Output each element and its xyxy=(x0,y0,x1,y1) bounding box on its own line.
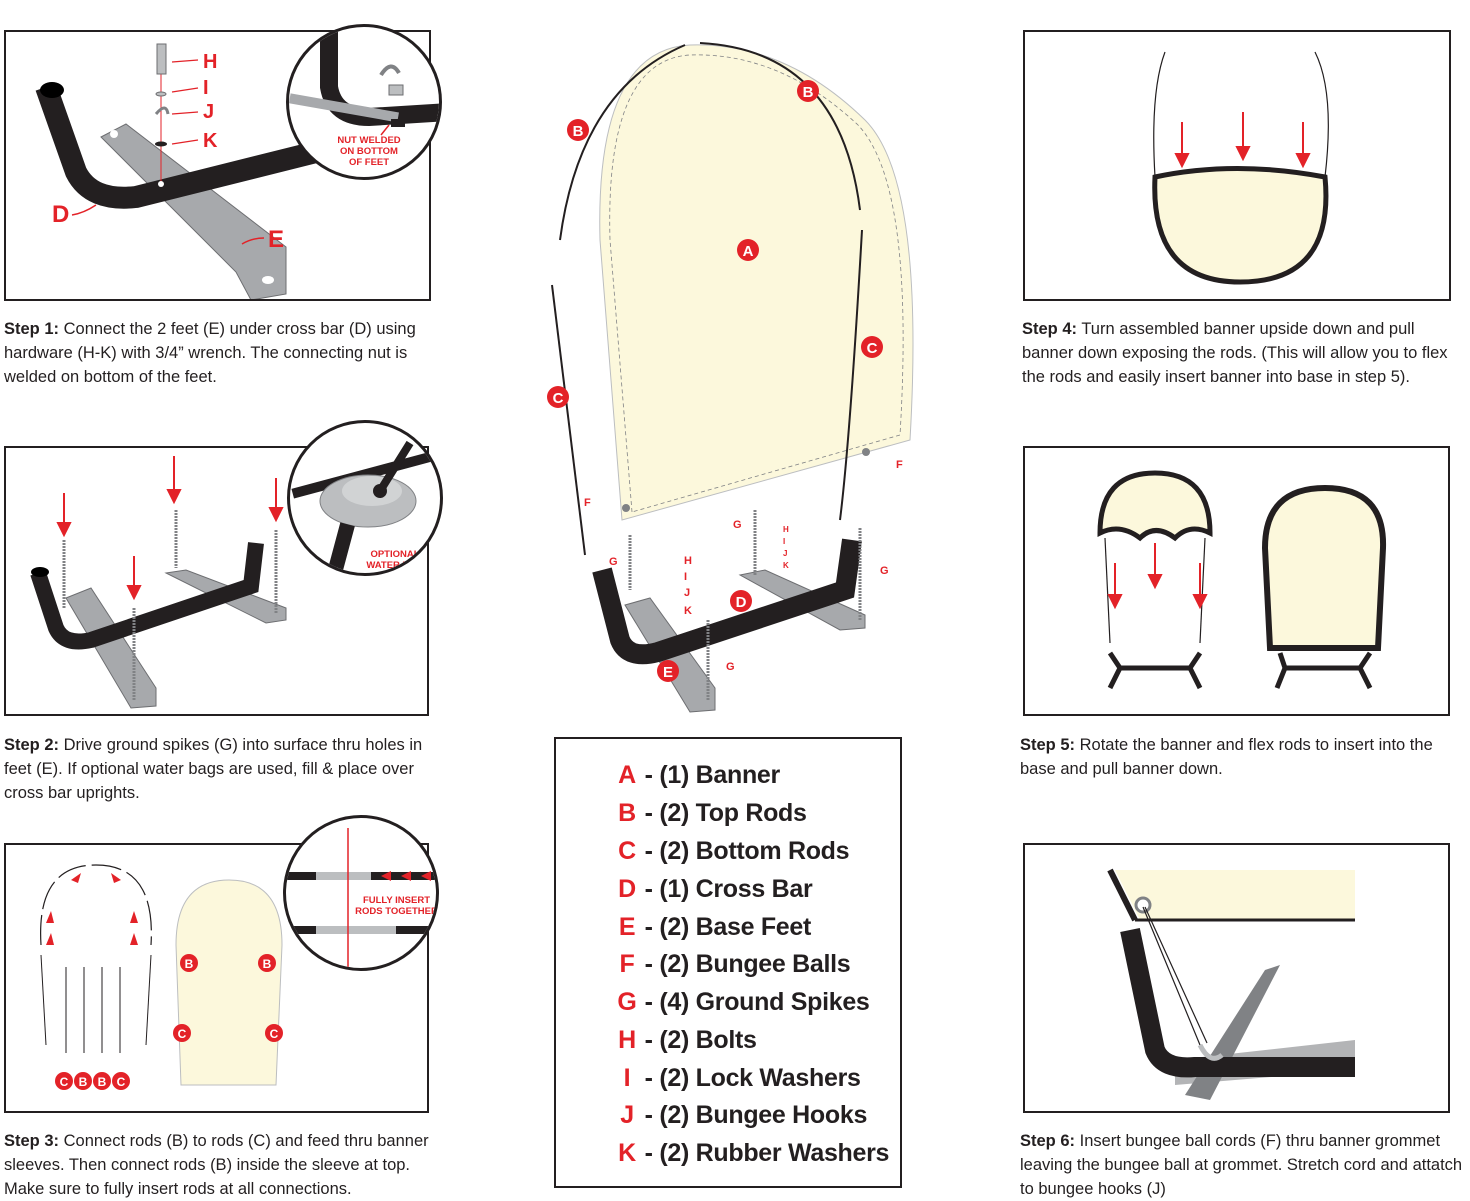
svg-text:G: G xyxy=(880,565,889,577)
step5-label: Step 5: xyxy=(1020,736,1075,754)
step5-text: Rotate the banner and flex rods to inser… xyxy=(1020,736,1433,778)
legend-item: G - (4) Ground Spikes xyxy=(616,988,870,1017)
svg-text:G: G xyxy=(726,661,735,673)
step6-panel xyxy=(1023,843,1450,1113)
step3-text: Connect rods (B) to rods (C) and feed th… xyxy=(4,1132,429,1198)
label-A: A xyxy=(743,243,754,260)
svg-text:G: G xyxy=(609,556,618,568)
step4-text: Turn assembled banner upside down and pu… xyxy=(1022,320,1448,386)
step1-label-E: E xyxy=(268,226,284,253)
svg-text:C: C xyxy=(178,1027,187,1041)
step1-label-I: I xyxy=(203,77,209,99)
legend-item: F - (2) Bungee Balls xyxy=(616,950,850,979)
legend-item: C - (2) Bottom Rods xyxy=(616,837,849,866)
step2-label: Step 2: xyxy=(4,736,59,754)
step1-nut-callout: NUT WELDED ON BOTTOM OF FEET xyxy=(286,24,442,180)
step3-insert-callout: FULLY INSERT RODS TOGETHER xyxy=(283,815,439,971)
step4-caption: Step 4: Turn assembled banner upside dow… xyxy=(1022,317,1467,389)
step4-illustration xyxy=(1025,32,1451,301)
svg-text:B: B xyxy=(185,957,194,971)
step1-label-K: K xyxy=(203,130,218,152)
step2-text: Drive ground spikes (G) into surface thr… xyxy=(4,736,422,802)
step5-illustration xyxy=(1025,448,1450,716)
legend-item: J - (2) Bungee Hooks xyxy=(616,1101,867,1130)
step1-text: Connect the 2 feet (E) under cross bar (… xyxy=(4,320,416,386)
svg-text:J: J xyxy=(783,549,787,558)
step5-caption: Step 5: Rotate the banner and flex rods … xyxy=(1020,733,1460,781)
svg-text:C: C xyxy=(270,1027,279,1041)
step6-illustration xyxy=(1025,845,1450,1113)
step3-rod-labels: C B B C xyxy=(55,1072,130,1090)
legend-item: K - (2) Rubber Washers xyxy=(616,1139,889,1168)
step1-label: Step 1: xyxy=(4,320,59,338)
legend-item: A - (1) Banner xyxy=(616,761,780,790)
svg-text:B: B xyxy=(79,1075,88,1089)
svg-text:H: H xyxy=(783,525,789,534)
legend-item: H - (2) Bolts xyxy=(616,1026,757,1055)
svg-text:B: B xyxy=(573,123,584,140)
svg-text:C: C xyxy=(60,1075,69,1089)
svg-text:C: C xyxy=(553,390,564,407)
svg-text:C: C xyxy=(117,1075,126,1089)
step1-label-D: D xyxy=(52,201,69,228)
main-assembly-diagram: A B B C C D E F F G G G G H I J K H I J … xyxy=(540,20,940,730)
svg-text:K: K xyxy=(684,605,692,617)
svg-text:K: K xyxy=(783,561,789,570)
svg-text:B: B xyxy=(803,84,814,101)
step4-label: Step 4: xyxy=(1022,320,1077,338)
svg-text:I: I xyxy=(783,537,785,546)
svg-text:I: I xyxy=(684,571,687,583)
step6-caption: Step 6: Insert bungee ball cords (F) thr… xyxy=(1020,1129,1470,1201)
step5-panel xyxy=(1023,446,1450,716)
step2-waterbag-callout: OPTIONAL WATER BAG xyxy=(287,420,443,576)
legend-item: D - (1) Cross Bar xyxy=(616,875,812,904)
svg-text:E: E xyxy=(663,664,673,681)
waterbag-callout-text: OPTIONAL WATER BAG xyxy=(360,549,430,571)
legend-item: E - (2) Base Feet xyxy=(616,913,811,942)
step6-text: Insert bungee ball cords (F) thru banner… xyxy=(1020,1132,1462,1198)
step1-caption: Step 1: Connect the 2 feet (E) under cro… xyxy=(4,317,444,389)
step3-caption: Step 3: Connect rods (B) to rods (C) and… xyxy=(4,1129,454,1201)
svg-text:C: C xyxy=(867,340,878,357)
svg-text:H: H xyxy=(684,555,692,567)
step6-label: Step 6: xyxy=(1020,1132,1075,1150)
svg-text:F: F xyxy=(896,459,903,471)
svg-text:G: G xyxy=(733,519,742,531)
svg-text:B: B xyxy=(263,957,272,971)
legend-item: B - (2) Top Rods xyxy=(616,799,807,828)
nut-callout-text: NUT WELDED ON BOTTOM OF FEET xyxy=(334,135,404,168)
svg-text:D: D xyxy=(736,594,747,611)
insert-callout-text: FULLY INSERT RODS TOGETHER xyxy=(354,895,439,917)
legend-item: I - (2) Lock Washers xyxy=(616,1064,861,1093)
parts-legend: A - (1) Banner B - (2) Top Rods C - (2) … xyxy=(554,737,902,1188)
svg-text:B: B xyxy=(98,1075,107,1089)
step1-label-J: J xyxy=(203,101,214,123)
step1-label-H: H xyxy=(203,51,217,73)
step2-caption: Step 2: Drive ground spikes (G) into sur… xyxy=(4,733,444,805)
step4-panel xyxy=(1023,30,1451,301)
step3-label: Step 3: xyxy=(4,1132,59,1150)
svg-text:J: J xyxy=(684,587,690,599)
svg-text:F: F xyxy=(584,497,591,509)
